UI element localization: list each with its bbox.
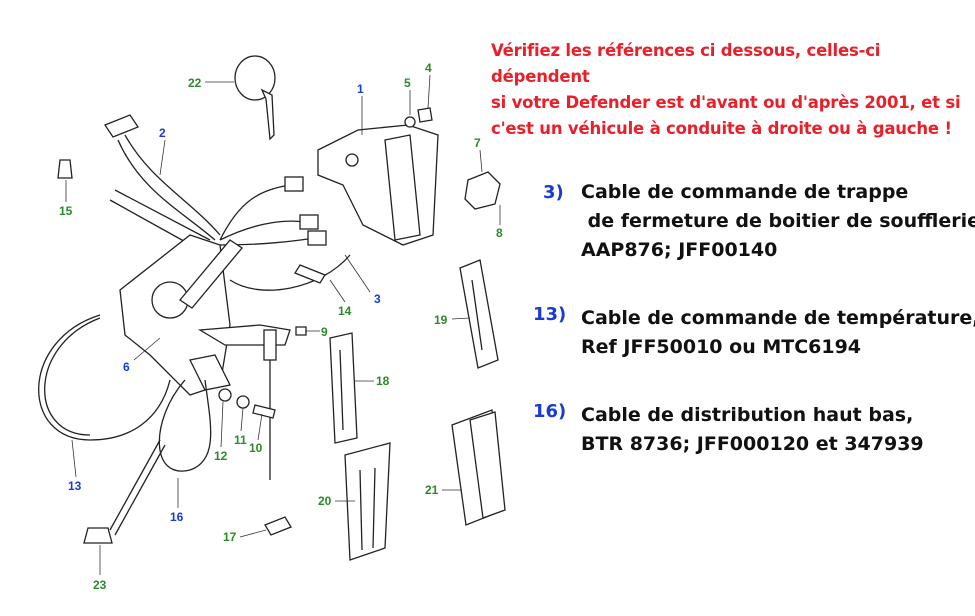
part-panel-21 — [451, 409, 506, 526]
part-cable-13 — [38, 314, 171, 441]
label-20: 20 — [318, 494, 332, 508]
label-19: 19 — [434, 313, 448, 327]
part-grommet — [83, 527, 113, 544]
part-cable-tie — [234, 55, 276, 141]
label-10: 10 — [249, 441, 263, 455]
part-knob — [464, 171, 501, 210]
label-18: 18 — [376, 374, 390, 388]
label-5: 5 — [404, 76, 411, 90]
note-line: Cable de commande de trappe — [581, 181, 909, 203]
label-23: 23 — [93, 578, 107, 592]
label-11: 11 — [234, 433, 247, 447]
label-13: 13 — [68, 479, 82, 493]
label-21: 21 — [425, 483, 439, 497]
note-line: Cable de distribution haut bas, — [581, 404, 914, 426]
part-panel-19 — [459, 259, 499, 369]
label-1: 1 — [357, 82, 364, 96]
part-screw — [417, 107, 433, 123]
note-line: AAP876; JFF00140 — [581, 239, 778, 261]
label-7: 7 — [474, 136, 481, 150]
part-panel-18 — [329, 332, 358, 444]
leader-lines — [65, 74, 501, 575]
warning-line: si votre Defender est d'avant ou d'après… — [491, 93, 961, 112]
label-3: 3 — [374, 292, 381, 306]
label-15: 15 — [59, 204, 73, 218]
label-8: 8 — [496, 226, 503, 240]
part-panel-20 — [344, 442, 391, 561]
label-2: 2 — [159, 126, 166, 140]
warning-message: Vérifiez les références ci dessous, cell… — [491, 38, 971, 142]
warning-line: Vérifiez les références ci dessous, cell… — [491, 41, 881, 86]
label-16: 16 — [170, 510, 184, 524]
note-line: de fermeture de boitier de soufflerie, — [581, 210, 975, 232]
note-line: Ref JFF50010 ou MTC6194 — [581, 336, 862, 358]
part-lever-assembly — [119, 234, 291, 396]
part-bracket — [317, 124, 439, 246]
warning-line: c'est un véhicule à conduite à droite ou… — [491, 119, 952, 138]
part-cable-16 — [158, 379, 212, 472]
part-clip — [57, 159, 73, 179]
part-connector — [264, 516, 292, 536]
part-harness — [104, 114, 327, 251]
note-line: BTR 8736; JFF000120 et 347939 — [581, 433, 924, 455]
note-number: 13) — [533, 304, 567, 325]
note-line: Cable de commande de température, — [581, 307, 975, 329]
label-22: 22 — [188, 76, 202, 90]
label-12: 12 — [214, 449, 228, 463]
label-6: 6 — [123, 360, 130, 374]
label-17: 17 — [223, 530, 237, 544]
note-number: 3) — [543, 182, 564, 203]
part-washer — [404, 116, 416, 128]
label-14: 14 — [338, 304, 352, 318]
part-cable-3 — [229, 254, 351, 291]
note-number: 16) — [533, 401, 567, 422]
label-4: 4 — [425, 61, 432, 75]
label-9: 9 — [321, 325, 328, 339]
